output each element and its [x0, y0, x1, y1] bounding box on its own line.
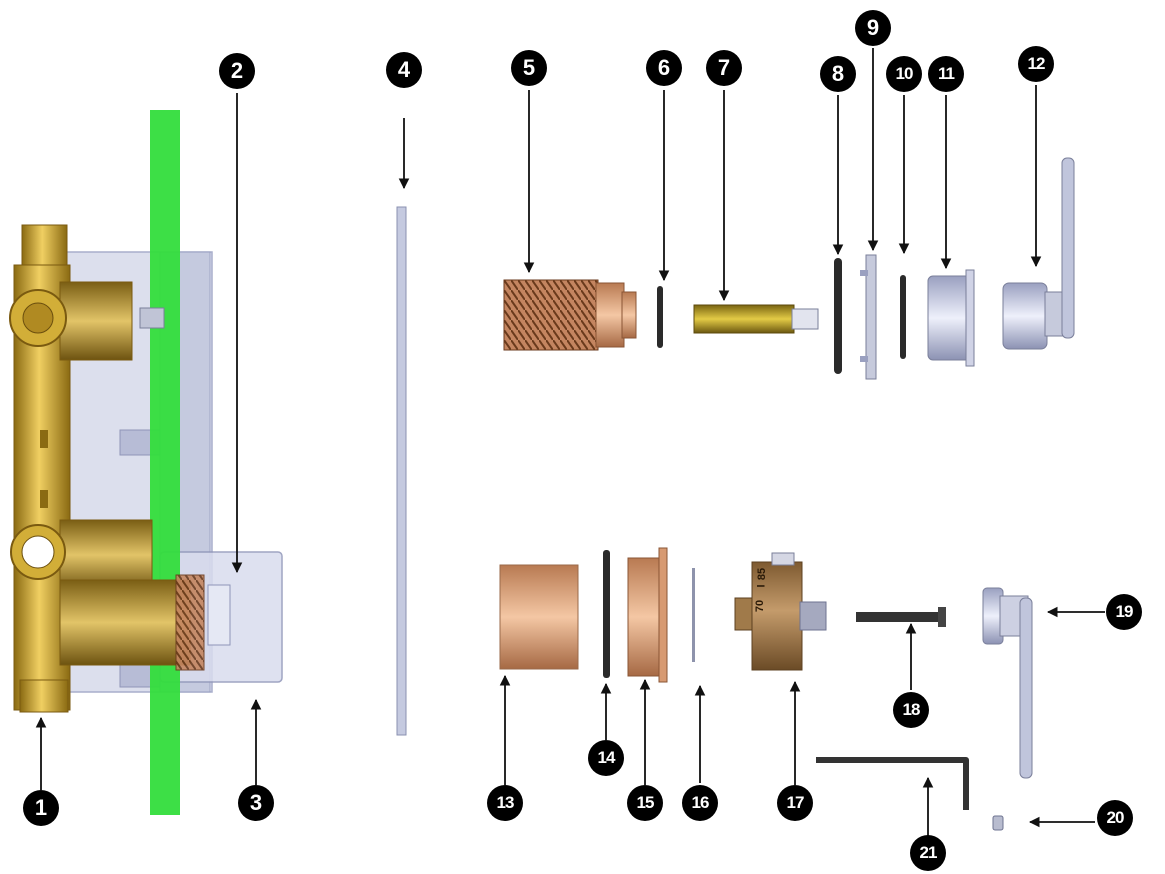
callout-11: 11	[928, 56, 964, 92]
cartridge-scale-85: 85	[756, 567, 769, 581]
callout-9: 9	[855, 10, 891, 46]
callout-7: 7	[706, 50, 742, 86]
part-21-hex-key	[816, 757, 969, 810]
part-18-screw	[856, 607, 946, 627]
callout-4: 4	[386, 52, 422, 88]
green-protection-strip	[150, 110, 180, 815]
callout-21: 21	[910, 835, 946, 871]
callout-13: 13	[487, 785, 523, 821]
part-1-brass-valve-body	[9, 224, 231, 713]
callout-15: 15	[627, 785, 663, 821]
callout-1: 1	[23, 790, 59, 826]
part-20-grub-screw	[992, 815, 1004, 831]
cartridge-scale-i: I	[755, 584, 768, 588]
callout-8: 8	[820, 56, 856, 92]
callout-20: 20	[1097, 800, 1133, 836]
part-14-o-ring	[603, 550, 610, 678]
part-11-escutcheon	[927, 269, 975, 367]
part-9-mounting-plate	[860, 254, 877, 380]
part-8-seal-ring	[834, 258, 842, 374]
callout-12: 12	[1018, 46, 1054, 82]
callout-14: 14	[588, 740, 624, 776]
part-13-sleeve	[499, 564, 579, 670]
callout-16: 16	[682, 785, 718, 821]
part-15-adapter-ring	[627, 547, 668, 683]
part-5-threaded-extension	[503, 279, 637, 351]
part-19-thermostatic-handle	[982, 587, 1033, 779]
callout-19: 19	[1106, 594, 1142, 630]
part-10-o-ring	[900, 275, 906, 359]
callout-2: 2	[219, 53, 255, 89]
part-7-spindle-extension	[693, 304, 819, 334]
part-17-cartridge	[734, 552, 827, 671]
callout-5: 5	[511, 50, 547, 86]
callout-3: 3	[238, 785, 274, 821]
part-4-wall-plate	[396, 206, 407, 736]
part-16-washer	[692, 568, 695, 662]
callout-10: 10	[886, 56, 922, 92]
part-12-lever-handle	[1002, 157, 1075, 350]
callout-18: 18	[893, 692, 929, 728]
callout-17: 17	[777, 785, 813, 821]
callout-6: 6	[646, 50, 682, 86]
cartridge-scale-70: 70	[754, 599, 767, 613]
part-6-o-ring	[657, 286, 663, 348]
